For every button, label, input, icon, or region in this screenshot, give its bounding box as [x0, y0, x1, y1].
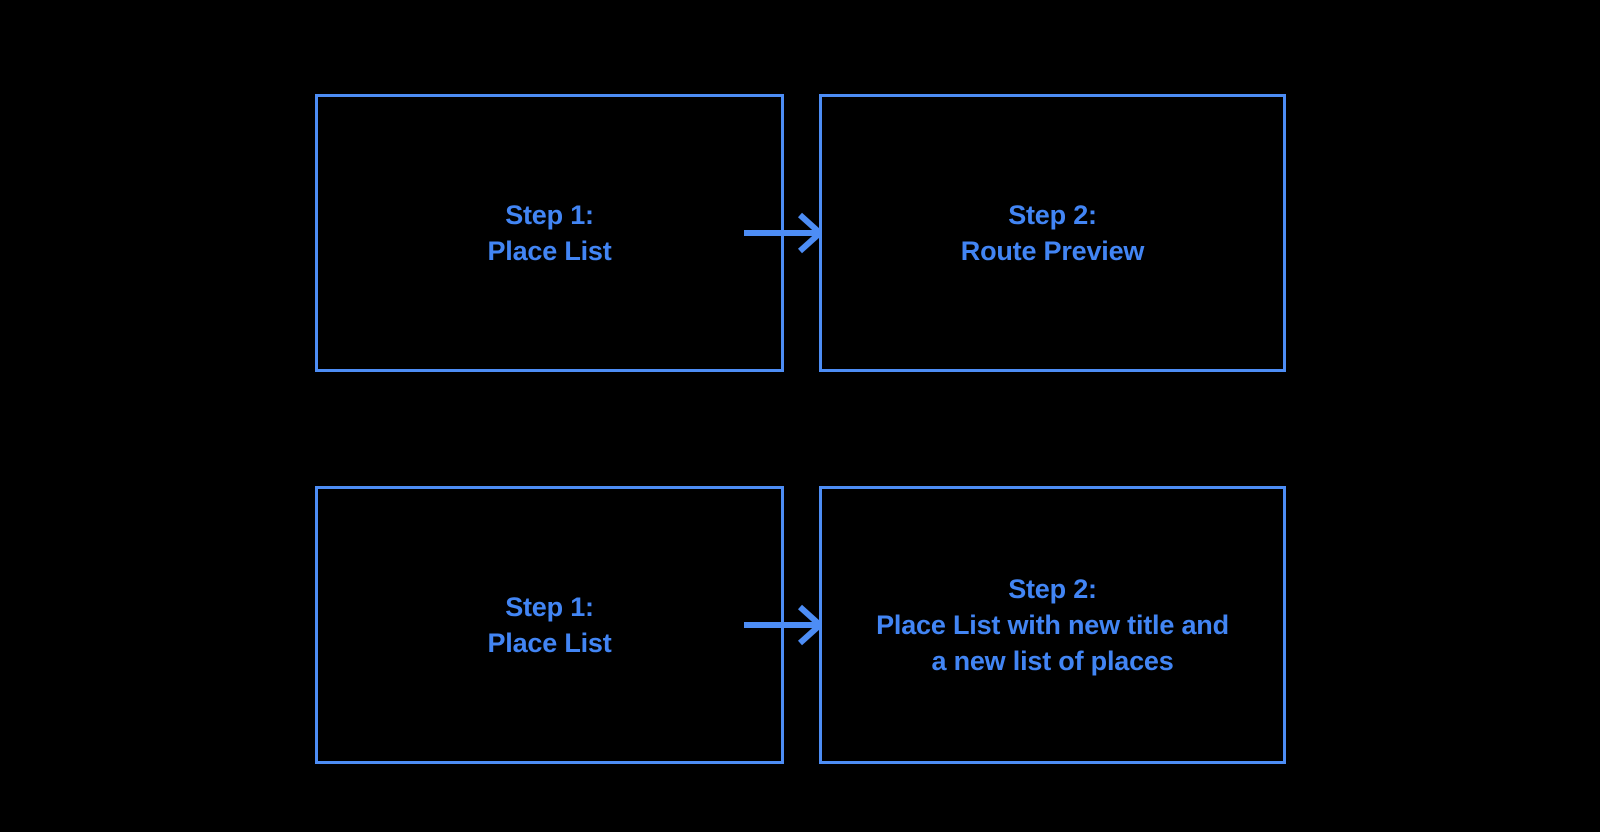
flow-row-route-preview: Step 1: Place List Step 2: Route Preview	[0, 94, 1600, 372]
step-box-label: Step 1: Place List	[487, 200, 612, 266]
step-box-1-place-list-alt[interactable]: Step 1: Place List	[315, 486, 784, 764]
step-box-2-place-list-updated[interactable]: Step 2: Place List with new title and a …	[819, 486, 1286, 764]
step-box-1-place-list[interactable]: Step 1: Place List	[315, 94, 784, 372]
step-box-label: Step 1: Place List	[487, 592, 612, 658]
step-box-2-route-preview[interactable]: Step 2: Route Preview	[819, 94, 1286, 372]
step-box-label: Step 2: Place List with new title and a …	[876, 574, 1229, 676]
step-box-label: Step 2: Route Preview	[960, 200, 1145, 266]
flow-row-place-list-update: Step 1: Place List Step 2: Place List wi…	[0, 486, 1600, 764]
